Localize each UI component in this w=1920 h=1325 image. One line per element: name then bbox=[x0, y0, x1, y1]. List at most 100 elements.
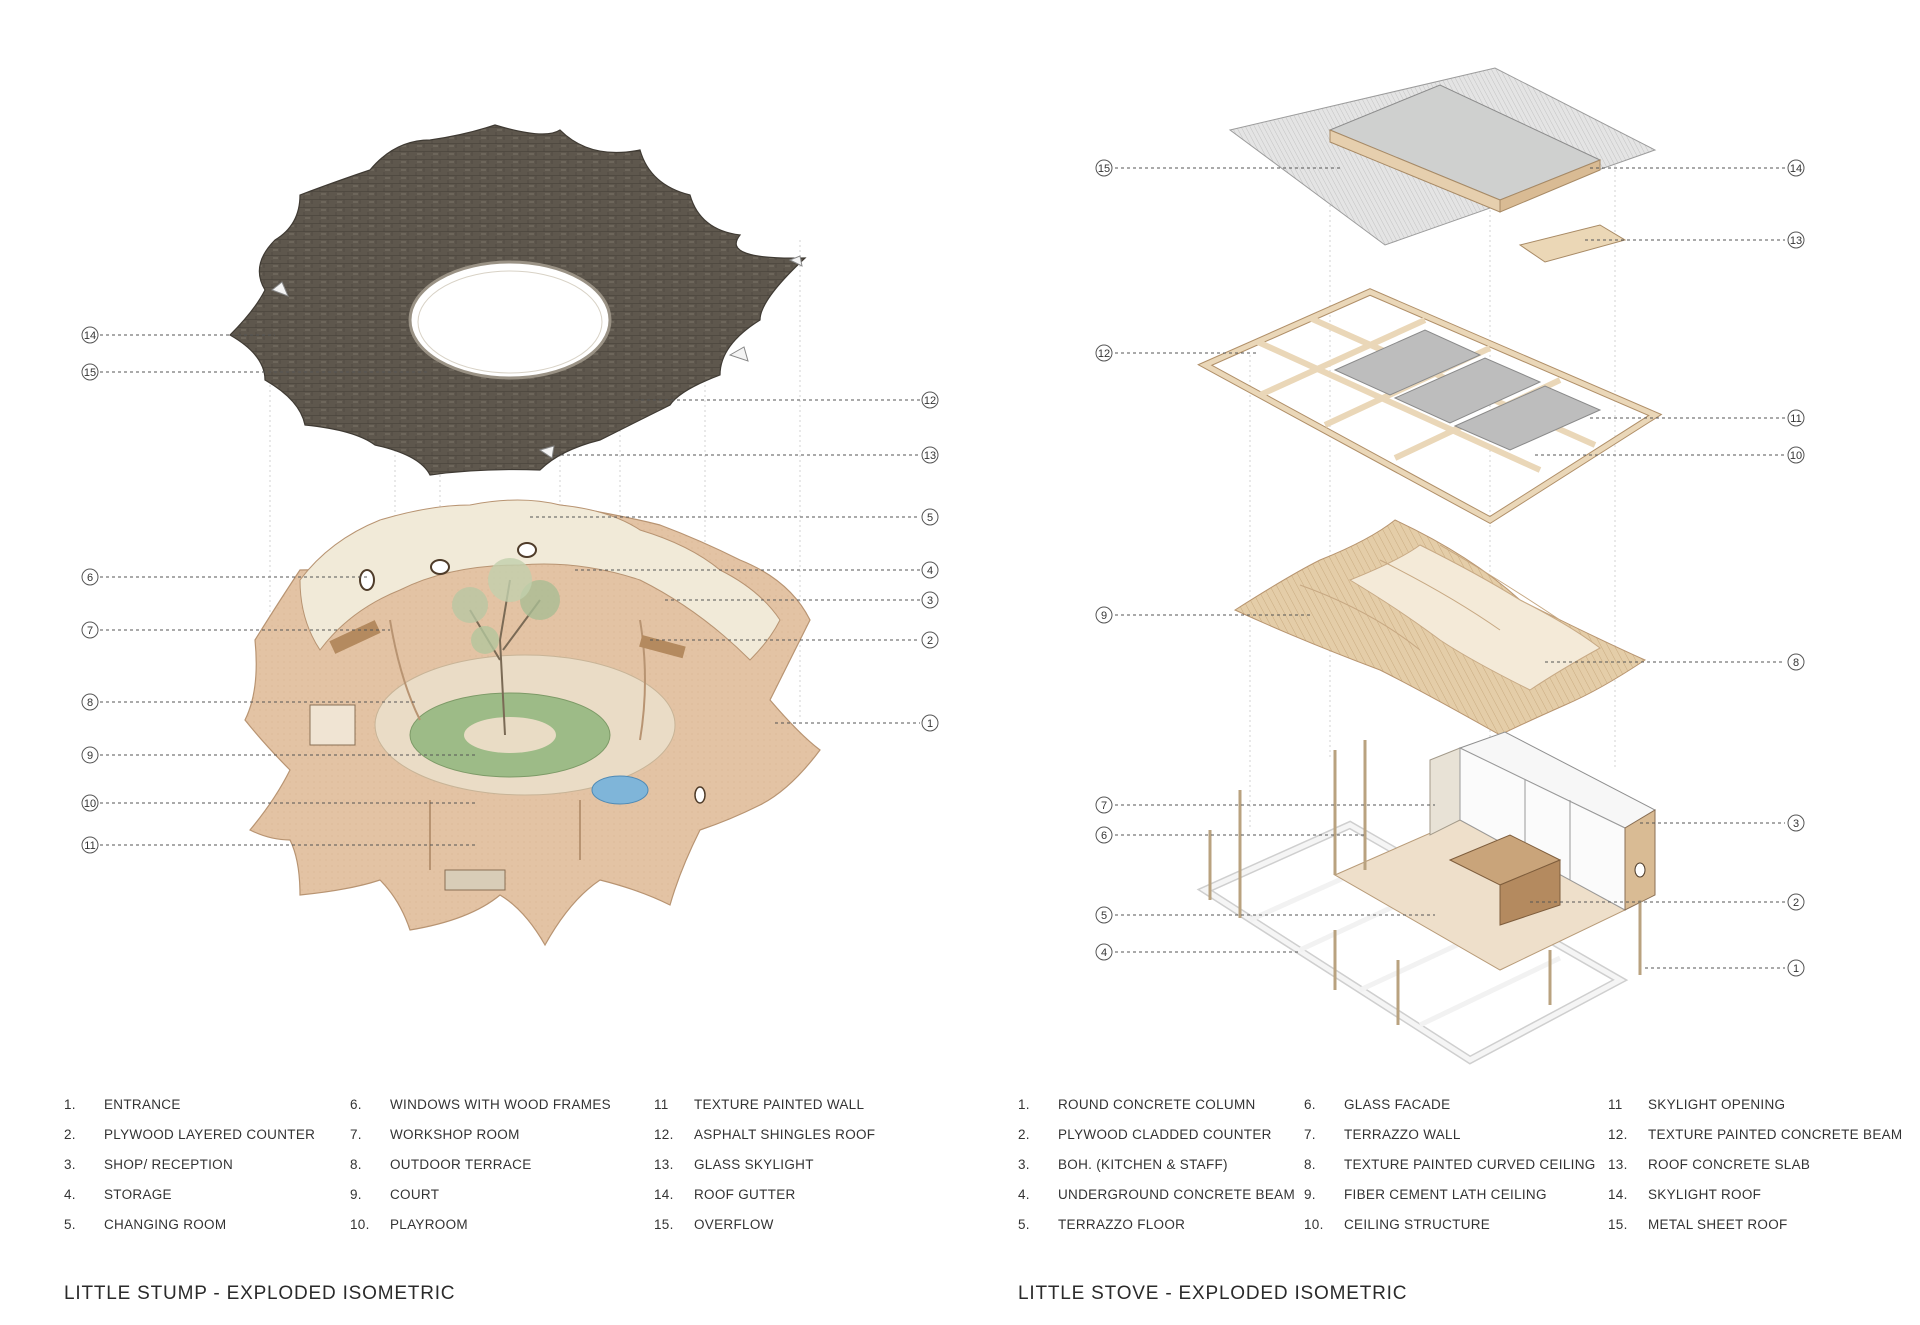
callout-stump-13: 13 bbox=[921, 446, 939, 464]
svg-text:10: 10 bbox=[1790, 450, 1802, 462]
stove-title: LITTLE STOVE - EXPLODED ISOMETRIC bbox=[1018, 1283, 1408, 1304]
svg-text:6: 6 bbox=[1101, 830, 1107, 842]
svg-text:13: 13 bbox=[1790, 235, 1802, 247]
svg-text:2: 2 bbox=[927, 635, 933, 647]
legend-item: 8.OUTDOOR TERRACE bbox=[350, 1157, 532, 1172]
svg-text:14: 14 bbox=[84, 330, 96, 342]
callout-stump-11: 11 bbox=[81, 836, 99, 854]
curved-ceiling bbox=[1233, 519, 1647, 736]
legend-item: 15.METAL SHEET ROOF bbox=[1608, 1217, 1788, 1232]
callout-stump-5: 5 bbox=[921, 508, 939, 526]
callout-stump-2: 2 bbox=[921, 631, 939, 649]
callout-stove-8: 8 bbox=[1787, 653, 1805, 671]
callout-stove-4: 4 bbox=[1095, 943, 1113, 961]
svg-text:6: 6 bbox=[87, 572, 93, 584]
svg-text:11: 11 bbox=[84, 840, 95, 852]
legend-item: 6.GLASS FACADE bbox=[1304, 1097, 1451, 1112]
legend-item: 9.FIBER CEMENT LATH CEILING bbox=[1304, 1187, 1547, 1202]
legend-item: 2.PLYWOOD LAYERED COUNTER bbox=[64, 1127, 316, 1142]
svg-text:10: 10 bbox=[84, 798, 96, 810]
legend-item: 14.ROOF GUTTER bbox=[654, 1187, 796, 1202]
callout-stump-3: 3 bbox=[921, 591, 939, 609]
callout-stove-12: 12 bbox=[1095, 344, 1113, 362]
legend-item: 4.UNDERGROUND CONCRETE BEAM bbox=[1018, 1187, 1296, 1202]
legend-item: 13.ROOF CONCRETE SLAB bbox=[1608, 1157, 1811, 1172]
callout-stump-1: 1 bbox=[921, 714, 939, 732]
legend-item: 10.CEILING STRUCTURE bbox=[1304, 1217, 1491, 1232]
court-tree bbox=[452, 558, 560, 736]
callout-stump-6: 6 bbox=[81, 568, 99, 586]
legend-item: 12.ASPHALT SHINGLES ROOF bbox=[654, 1127, 876, 1142]
stove-callouts: 15 14 13 12 11 10 9 8 7 3 6 2 5 4 1 bbox=[1095, 159, 1805, 977]
callout-stove-2: 2 bbox=[1787, 893, 1805, 911]
svg-text:7: 7 bbox=[1101, 800, 1107, 812]
callout-stove-9: 9 bbox=[1095, 606, 1113, 624]
legend-item: 7.WORKSHOP ROOM bbox=[350, 1127, 520, 1142]
legend-item: 3.SHOP/ RECEPTION bbox=[64, 1157, 234, 1172]
callout-stove-15: 15 bbox=[1095, 159, 1113, 177]
svg-text:2: 2 bbox=[1793, 897, 1799, 909]
callout-stove-14: 14 bbox=[1787, 159, 1805, 177]
callout-stump-9: 9 bbox=[81, 746, 99, 764]
legend-item: 12.TEXTURE PAINTED CONCRETE BEAM bbox=[1608, 1127, 1903, 1142]
svg-text:15: 15 bbox=[1098, 163, 1110, 175]
legend-item: 15.OVERFLOW bbox=[654, 1217, 774, 1232]
callout-stove-5: 5 bbox=[1095, 906, 1113, 924]
callout-stump-8: 8 bbox=[81, 693, 99, 711]
svg-text:1: 1 bbox=[1793, 963, 1799, 975]
legend-item: 7.TERRAZZO WALL bbox=[1304, 1127, 1461, 1142]
stump-title: LITTLE STUMP - EXPLODED ISOMETRIC bbox=[64, 1283, 456, 1304]
stump-legend-col-1: 1.ENTRANCE 2.PLYWOOD LAYERED COUNTER 3.S… bbox=[64, 1090, 384, 1240]
svg-text:3: 3 bbox=[927, 595, 933, 607]
svg-text:1: 1 bbox=[927, 718, 933, 730]
callout-stump-12: 12 bbox=[921, 391, 939, 409]
legend-item: 5.CHANGING ROOM bbox=[64, 1217, 227, 1232]
legend-item: 1.ROUND CONCRETE COLUMN bbox=[1018, 1097, 1256, 1112]
callout-stove-11: 11 bbox=[1787, 409, 1805, 427]
svg-text:8: 8 bbox=[87, 697, 93, 709]
svg-text:4: 4 bbox=[927, 565, 933, 577]
callout-stump-7: 7 bbox=[81, 621, 99, 639]
metal-sheet-roof bbox=[1228, 67, 1657, 263]
asphalt-shingle-roof bbox=[229, 124, 807, 476]
legend-item: 10.PLAYROOM bbox=[350, 1217, 468, 1232]
callout-stove-1: 1 bbox=[1787, 959, 1805, 977]
stump-building-body bbox=[244, 499, 821, 947]
stove-ground-level bbox=[1196, 731, 1657, 1065]
callout-stove-10: 10 bbox=[1787, 446, 1805, 464]
svg-text:13: 13 bbox=[924, 450, 936, 462]
svg-text:9: 9 bbox=[1101, 610, 1107, 622]
callout-stove-7: 7 bbox=[1095, 796, 1113, 814]
svg-text:12: 12 bbox=[924, 395, 936, 407]
callout-stump-4: 4 bbox=[921, 561, 939, 579]
callout-stove-13: 13 bbox=[1787, 231, 1805, 249]
callout-stove-3: 3 bbox=[1787, 814, 1805, 832]
svg-text:5: 5 bbox=[1101, 910, 1107, 922]
legend-item: 14.SKYLIGHT ROOF bbox=[1608, 1187, 1762, 1202]
callout-stump-15: 15 bbox=[81, 363, 99, 381]
legend-item: 6.WINDOWS WITH WOOD FRAMES bbox=[350, 1097, 611, 1112]
svg-text:7: 7 bbox=[87, 625, 93, 637]
little-stove-diagram: 15 14 13 12 11 10 9 8 7 3 6 2 5 4 1 bbox=[1095, 67, 1805, 1065]
svg-text:12: 12 bbox=[1098, 348, 1110, 360]
legend-item: 13.GLASS SKYLIGHT bbox=[654, 1157, 814, 1172]
stump-callouts: 14 15 12 13 5 6 4 3 7 2 8 1 9 10 11 bbox=[81, 326, 939, 854]
svg-text:14: 14 bbox=[1790, 163, 1802, 175]
svg-text:4: 4 bbox=[1101, 947, 1107, 959]
svg-text:15: 15 bbox=[84, 367, 96, 379]
callout-stump-14: 14 bbox=[81, 326, 99, 344]
little-stump-diagram: 14 15 12 13 5 6 4 3 7 2 8 1 9 10 11 bbox=[81, 124, 939, 947]
svg-text:3: 3 bbox=[1793, 818, 1799, 830]
callout-stump-10: 10 bbox=[81, 794, 99, 812]
legend-item: 2.PLYWOOD CLADDED COUNTER bbox=[1018, 1127, 1272, 1142]
legend-item: 1.ENTRANCE bbox=[64, 1097, 181, 1112]
legend-item: 3.BOH. (KITCHEN & STAFF) bbox=[1018, 1157, 1228, 1172]
svg-text:5: 5 bbox=[927, 512, 933, 524]
svg-text:9: 9 bbox=[87, 750, 93, 762]
stump-legend-col-2: 6.WINDOWS WITH WOOD FRAMES 7.WORKSHOP RO… bbox=[350, 1090, 670, 1240]
